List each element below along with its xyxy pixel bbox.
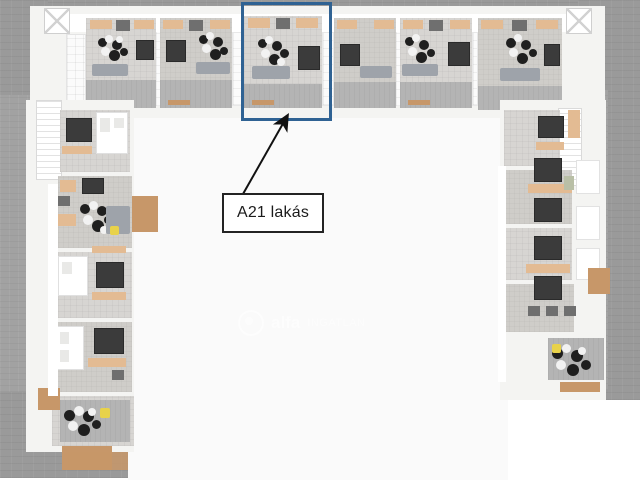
plant-cluster (96, 34, 130, 64)
west-corridor (48, 184, 58, 396)
bed (136, 40, 154, 60)
bed (166, 40, 186, 62)
fixture (60, 332, 69, 344)
appliance (112, 370, 124, 380)
kitchen-counter (481, 20, 503, 29)
sofa (402, 64, 438, 76)
bathroom (156, 32, 160, 106)
kitchen-counter (90, 20, 112, 29)
bathroom (576, 160, 600, 194)
kitchen-counter (568, 110, 580, 138)
bathroom (232, 32, 244, 106)
appliance (546, 306, 558, 316)
terrace-deck (132, 196, 158, 232)
plant-cluster (62, 404, 106, 438)
kitchen-counter (163, 20, 183, 29)
deck-tail (68, 452, 128, 470)
appliance (58, 196, 70, 206)
courtyard (128, 108, 508, 480)
sofa (252, 66, 290, 79)
bed (94, 328, 124, 354)
kitchen-counter (536, 142, 564, 150)
kitchen-counter (450, 20, 470, 29)
kitchen-counter (536, 20, 558, 29)
sofa (92, 64, 128, 76)
kitchen-counter (374, 20, 394, 29)
accent-chair (552, 344, 561, 353)
balcony (334, 82, 396, 108)
bathroom (66, 34, 86, 104)
callout-label: A21 lakás (236, 204, 310, 221)
kitchen-counter (88, 358, 126, 367)
callout-box[interactable]: A21 lakás (222, 193, 324, 233)
bathroom (576, 206, 600, 240)
appliance (564, 306, 576, 316)
kitchen-counter (526, 264, 570, 273)
plant-cluster (198, 32, 230, 64)
sofa (500, 68, 540, 81)
bathroom (472, 32, 478, 106)
plant-cluster (404, 34, 438, 66)
balcony-rail (408, 100, 430, 105)
plant-cluster (78, 200, 114, 236)
bed (538, 116, 564, 138)
plant-cluster (504, 34, 540, 68)
bed (544, 44, 560, 66)
fixture (62, 262, 72, 274)
accent-chair (110, 226, 119, 235)
bed (66, 118, 92, 142)
kitchen-counter (62, 146, 92, 154)
fixture (114, 118, 124, 128)
kitchen-counter (60, 180, 76, 192)
bed (534, 198, 562, 222)
bed (116, 20, 130, 31)
plant-cluster (550, 342, 598, 378)
terrace-deck (588, 268, 610, 294)
plant-cluster (256, 36, 292, 70)
balcony-rail (252, 100, 274, 105)
appliance (512, 20, 527, 31)
stair-run-west (36, 100, 62, 180)
planter (564, 176, 574, 190)
appliance (429, 20, 443, 31)
kitchen-counter (296, 18, 318, 28)
sofa (196, 62, 230, 74)
bed (340, 44, 360, 66)
bed (534, 276, 562, 300)
kitchen-counter (248, 18, 270, 28)
kitchen-counter (92, 246, 126, 253)
bathroom (396, 32, 400, 106)
appliance (189, 20, 203, 31)
bathroom (322, 32, 334, 106)
terrace-deck (560, 382, 600, 392)
kitchen-counter (134, 20, 154, 29)
appliance (276, 18, 290, 29)
accent-chair (100, 408, 110, 418)
east-corridor (498, 166, 506, 382)
kitchen-counter (58, 214, 76, 226)
bed (82, 178, 104, 194)
sofa (360, 66, 392, 78)
bed (448, 42, 470, 66)
kitchen-counter (337, 20, 357, 29)
balcony (160, 80, 232, 108)
kitchen-counter (210, 20, 230, 29)
bed (96, 262, 124, 288)
fixture (100, 118, 110, 132)
stair-x-ne (566, 8, 592, 34)
fixture (60, 350, 69, 362)
bed (298, 46, 320, 70)
appliance (528, 306, 540, 316)
kitchen-counter (528, 184, 572, 193)
kitchen-counter (92, 292, 126, 300)
kitchen-counter (403, 20, 423, 29)
stair-x-nw (44, 8, 70, 34)
balcony-rail (168, 100, 190, 105)
bed (534, 236, 562, 260)
bed (534, 158, 562, 182)
